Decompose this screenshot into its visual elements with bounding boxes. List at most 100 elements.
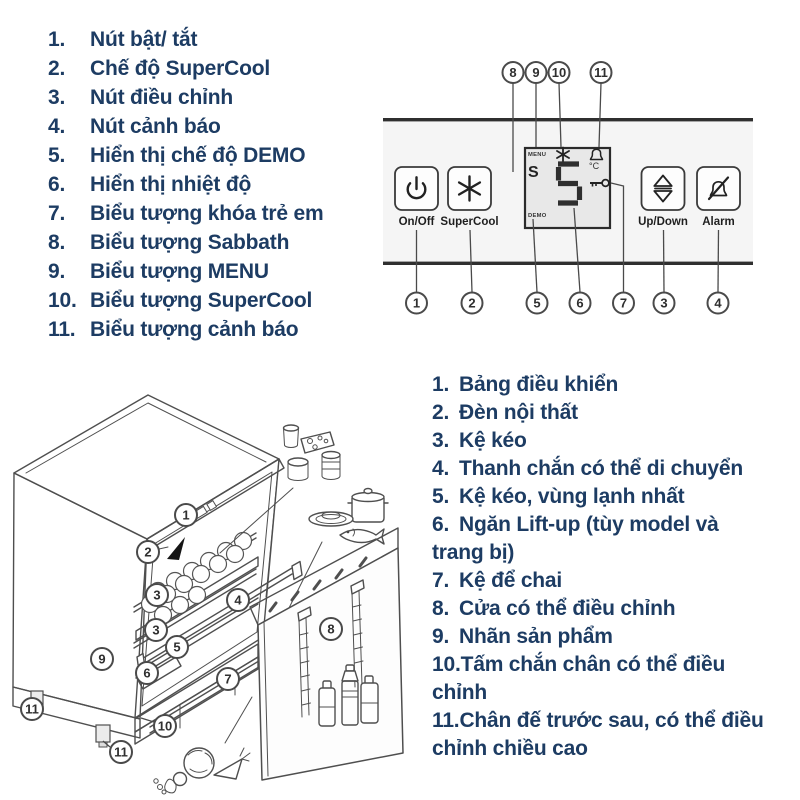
fridge-callout-4: 4	[226, 588, 250, 612]
callout-4: 4	[706, 291, 730, 315]
fridge-callout-2: 2	[136, 540, 160, 564]
control-panel-svg: On/Off SuperCool MENU S	[383, 61, 753, 315]
callout-3: 3	[652, 291, 676, 315]
list-item: 7. Kệ để chai	[432, 567, 770, 595]
svg-text:10: 10	[552, 65, 566, 80]
item-label: Hiển thị nhiệt độ	[90, 173, 252, 196]
callout-10: 10	[547, 61, 571, 84]
fridge-callout-11a: 11	[20, 697, 44, 721]
svg-text:10: 10	[158, 719, 172, 734]
onoff-label: On/Off	[399, 216, 435, 228]
list-item: 5.Kệ kéo, vùng lạnh nhất	[432, 483, 770, 511]
display-frame	[523, 146, 612, 230]
supercool-indicator-icon	[556, 146, 570, 163]
list-item: 3. Kệ kéo	[432, 427, 770, 455]
svg-text:11: 11	[114, 745, 128, 760]
list-item: 7.Biểu tượng khóa trẻ em	[48, 199, 380, 228]
fridge-callout-7: 7	[216, 667, 240, 691]
celsius-unit: °C	[589, 161, 600, 171]
sabbath-indicator: S	[528, 164, 539, 181]
food-jars-group	[282, 424, 341, 481]
svg-text:5: 5	[173, 640, 180, 655]
alarm-button: Alarm	[696, 166, 741, 228]
list-item: 8.Biểu tượng Sabbath	[48, 228, 380, 257]
power-icon	[406, 176, 427, 200]
callout-5: 5	[525, 291, 549, 315]
svg-text:3: 3	[660, 296, 667, 311]
item-label: Đèn nội thất	[459, 401, 578, 424]
fridge-diagram: 1 2 3 4 3 5 6 7 8 9 10 11 11	[0, 385, 420, 800]
item-label: Nút cảnh báo	[90, 115, 221, 138]
snowflake-icon	[457, 175, 482, 202]
control-panel-strip	[146, 458, 285, 549]
top-face	[13, 394, 280, 540]
callout-7: 7	[612, 291, 635, 315]
item-number: 3.	[48, 86, 66, 109]
svg-text:1: 1	[182, 508, 189, 523]
updown-label: Up/Down	[638, 216, 688, 228]
list-item: 3.Nút điều chỉnh	[48, 83, 380, 112]
item-number: 1.	[48, 28, 66, 51]
fridge-callout-3a: 3	[145, 583, 169, 607]
fridge-callout-6: 6	[135, 661, 159, 685]
list-item: 11.Biểu tượng cảnh báo	[48, 315, 380, 344]
svg-text:4: 4	[714, 296, 722, 311]
list-item: 2.Chế độ SuperCool	[48, 54, 380, 83]
item-number: 4.	[48, 115, 66, 138]
cheese-block	[300, 431, 335, 454]
callout-6: 6	[568, 291, 592, 315]
item-number: 7.	[48, 202, 66, 225]
svg-text:9: 9	[532, 65, 539, 80]
fridge-callout-1: 1	[174, 503, 198, 527]
list-item: 10.Biểu tượng SuperCool	[48, 286, 380, 315]
item-label: Chế độ SuperCool	[90, 57, 270, 80]
fridge-callout-11b: 11	[109, 740, 133, 764]
item-number: 2.	[432, 401, 450, 424]
list-item: 11.Chân đế trước sau, có thể điều chỉnh …	[432, 707, 770, 763]
list-item: 4.Thanh chắn có thể di chuyển	[432, 455, 770, 483]
carrot	[213, 758, 243, 780]
item-number: 3.	[432, 429, 450, 452]
item-label: Kệ kéo	[459, 429, 527, 452]
control-panel-diagram: On/Off SuperCool MENU S	[383, 55, 753, 320]
svg-text:8: 8	[509, 65, 516, 80]
fridge-callout-3b: 3	[144, 618, 168, 642]
demo-indicator: DEMO	[528, 213, 547, 219]
item-number: 7.	[432, 569, 450, 592]
list-item: 9. Biểu tượng MENU	[48, 257, 380, 286]
item-label: Cửa có thể điều chỉnh	[459, 597, 676, 620]
list-item: 6.Ngăn Lift-up (tùy model và trang bị)	[432, 511, 770, 567]
door-bottles	[318, 664, 379, 727]
fridge-callout-leaders	[102, 717, 155, 748]
list-item: 9.Nhãn sản phẩm	[432, 623, 770, 651]
item-number: 8.	[432, 597, 450, 620]
svg-text:11: 11	[594, 65, 608, 80]
item-label: Hiển thị chế độ DEMO	[90, 144, 306, 167]
door-panel	[249, 527, 404, 781]
item-number: 5.	[48, 144, 66, 167]
item-number: 11.	[432, 709, 460, 732]
item-number: 10.	[432, 653, 461, 676]
item-number: 9.	[48, 260, 66, 283]
svg-text:6: 6	[143, 666, 150, 681]
food-vegetables-group	[153, 747, 251, 795]
updown-icon	[653, 174, 673, 203]
alarm-bell-indicator-icon	[589, 148, 604, 161]
egg-drawer-front	[135, 556, 259, 641]
item-label: Biểu tượng SuperCool	[90, 289, 313, 312]
fridge-callout-8: 8	[319, 617, 343, 641]
list-item: 2. Đèn nội thất	[432, 399, 770, 427]
svg-text:7: 7	[620, 296, 627, 311]
fridge-callout-9: 9	[90, 647, 114, 671]
list-item: 10.Tấm chắn chân có thể điều chỉnh	[432, 651, 770, 707]
list-item: 1.Bảng điều khiển	[432, 371, 770, 399]
item-label: Biểu tượng MENU	[90, 260, 269, 283]
temperature-display: MENU S °C	[523, 146, 612, 230]
list-item: 1.Nút bật/ tắt	[48, 25, 380, 54]
item-label: Kệ để chai	[459, 569, 563, 592]
callout-8: 8	[501, 61, 525, 84]
svg-text:11: 11	[25, 702, 39, 717]
item-label: Bảng điều khiển	[459, 373, 619, 396]
svg-text:1: 1	[413, 296, 420, 311]
